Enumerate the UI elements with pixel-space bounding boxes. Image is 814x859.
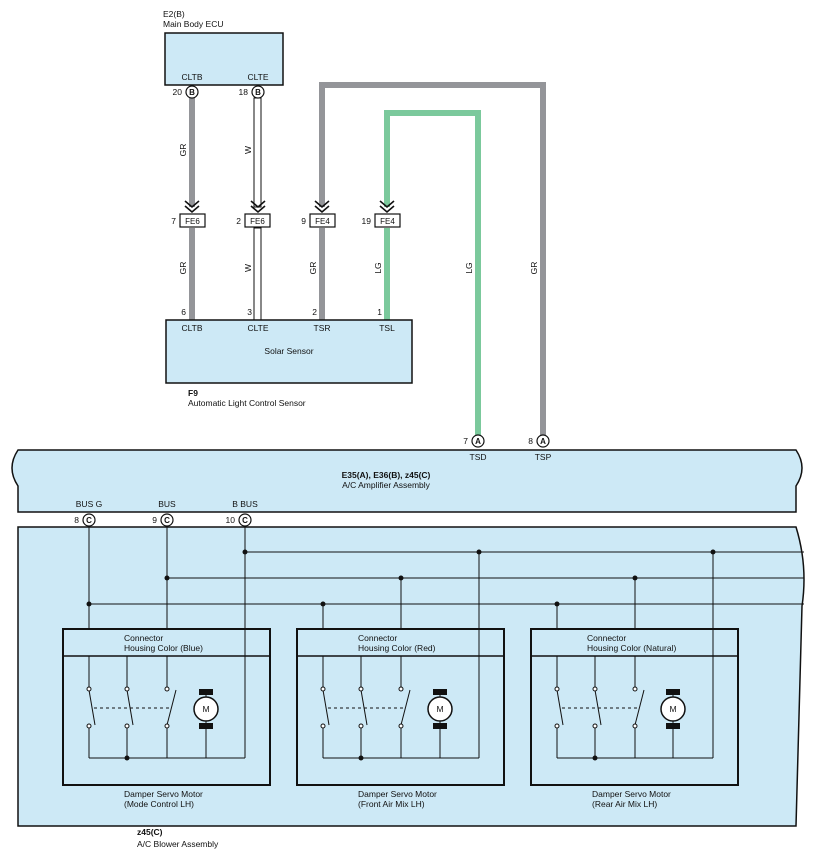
amplifier-code: E35(A), E36(B), z45(C) xyxy=(342,470,431,480)
amp-pin-b-bus: C 10 xyxy=(226,513,252,527)
svg-text:2: 2 xyxy=(236,216,241,226)
wire-lg-tsl-tsd xyxy=(384,110,481,435)
sensor-terminal-cltb: CLTB xyxy=(181,323,202,333)
svg-text:A: A xyxy=(540,437,546,446)
wire-label-gr-2: GR xyxy=(178,262,188,275)
svg-text:9: 9 xyxy=(301,216,306,226)
main-body-ecu-box xyxy=(164,32,284,86)
motor-2-caption-line2: (Front Air Mix LH) xyxy=(358,799,425,809)
servo-motor-rear-air-mix: Connector Housing Color (Natural) M Damp… xyxy=(530,628,739,809)
svg-text:19: 19 xyxy=(362,216,372,226)
svg-text:20: 20 xyxy=(173,87,183,97)
motor-3-symbol xyxy=(660,696,686,722)
ecu-name: Main Body ECU xyxy=(163,19,223,29)
ecu-terminal-cltb: CLTB xyxy=(181,72,202,82)
motor-1-caption-line2: (Mode Control LH) xyxy=(124,799,194,809)
junction-fe4-19: FE4 19 xyxy=(362,200,401,228)
bus-junction-dots xyxy=(86,549,716,607)
amp-terminal-bus: BUS xyxy=(158,499,176,509)
svg-text:9: 9 xyxy=(152,515,157,525)
ac-amplifier-box xyxy=(11,449,803,513)
motor-2-connector-line2: Housing Color (Red) xyxy=(358,643,436,653)
junction-fe6-2: FE6 2 xyxy=(236,200,271,228)
sensor-terminal-tsl: TSL xyxy=(379,323,395,333)
wire-label-lg-2: LG xyxy=(464,262,474,273)
svg-text:8: 8 xyxy=(74,515,79,525)
motor-1-caption-line1: Damper Servo Motor xyxy=(124,789,203,799)
svg-text:8: 8 xyxy=(528,436,533,446)
sensor-terminal-tsr: TSR xyxy=(314,323,331,333)
svg-text:FE4: FE4 xyxy=(380,217,395,226)
svg-text:C: C xyxy=(242,516,248,525)
junction-fe6-7: FE6 7 xyxy=(171,200,206,228)
sensor-pin-6: 6 xyxy=(181,307,186,317)
amp-pin-tsp: A 8 TSP xyxy=(528,434,552,462)
motor-2-connector-line1: Connector xyxy=(358,633,397,643)
amp-pin-bus: C 9 xyxy=(152,513,174,527)
svg-text:7: 7 xyxy=(171,216,176,226)
sensor-pin-3: 3 xyxy=(247,307,252,317)
ecu-pin-20: B 20 xyxy=(173,85,199,99)
motor-1-symbol xyxy=(193,696,219,722)
blower-name: A/C Blower Assembly xyxy=(137,839,219,849)
motor-3-caption-line2: (Rear Air Mix LH) xyxy=(592,799,657,809)
svg-text:FE6: FE6 xyxy=(185,217,200,226)
wire-label-gr-1: GR xyxy=(178,144,188,157)
blower-code: z45(C) xyxy=(137,827,163,837)
svg-text:7: 7 xyxy=(463,436,468,446)
motor-2-caption-line1: Damper Servo Motor xyxy=(358,789,437,799)
sensor-code: F9 xyxy=(188,388,198,398)
motor-1-connector-line2: Housing Color (Blue) xyxy=(124,643,203,653)
servo-motor-front-air-mix: Connector Housing Color (Red) M Damper S… xyxy=(296,628,505,809)
wire-label-gr-3: GR xyxy=(308,262,318,275)
svg-text:A: A xyxy=(475,437,481,446)
motor-2-symbol xyxy=(427,696,453,722)
svg-text:FE4: FE4 xyxy=(315,217,330,226)
junction-fe4-9: FE4 9 xyxy=(301,200,336,228)
svg-text:TSD: TSD xyxy=(470,452,487,462)
svg-text:B: B xyxy=(255,88,261,97)
svg-text:M: M xyxy=(436,704,443,714)
solar-sensor-label: Solar Sensor xyxy=(264,346,313,356)
motor-3-connector-line1: Connector xyxy=(587,633,626,643)
sensor-terminal-clte: CLTE xyxy=(247,323,268,333)
svg-text:FE6: FE6 xyxy=(250,217,265,226)
ac-blower-box xyxy=(17,526,805,827)
solar-sensor-box xyxy=(165,319,413,384)
motor-3-caption-line1: Damper Servo Motor xyxy=(592,789,671,799)
sensor-pin-2: 2 xyxy=(312,307,317,317)
svg-text:10: 10 xyxy=(226,515,236,525)
svg-text:TSP: TSP xyxy=(535,452,552,462)
amp-terminal-b-bus: B BUS xyxy=(232,499,258,509)
amp-terminal-bus-g: BUS G xyxy=(76,499,102,509)
ecu-terminal-clte: CLTE xyxy=(247,72,268,82)
svg-text:C: C xyxy=(86,516,92,525)
svg-text:18: 18 xyxy=(239,87,249,97)
amp-pin-tsd: A 7 TSD xyxy=(463,434,487,462)
ecu-pin-18: B 18 xyxy=(239,85,265,99)
wire-label-gr-4: GR xyxy=(529,262,539,275)
svg-text:M: M xyxy=(669,704,676,714)
motor-1-connector-line1: Connector xyxy=(124,633,163,643)
wire-label-w-2: W xyxy=(243,264,253,272)
wire-label-lg-1: LG xyxy=(373,262,383,273)
svg-text:M: M xyxy=(202,704,209,714)
servo-motor-mode-control: Connector Housing Color (Blue) M Dam xyxy=(62,628,271,809)
sensor-name: Automatic Light Control Sensor xyxy=(188,398,306,408)
amp-pin-bus-g: C 8 xyxy=(74,513,96,527)
wire-label-w-1: W xyxy=(243,146,253,154)
svg-text:C: C xyxy=(164,516,170,525)
wire-gr-tsr-tsp xyxy=(319,82,546,435)
sensor-pin-1: 1 xyxy=(377,307,382,317)
motor-3-connector-line2: Housing Color (Natural) xyxy=(587,643,676,653)
amplifier-name: A/C Amplifier Assembly xyxy=(342,480,431,490)
ecu-code: E2(B) xyxy=(163,9,185,19)
svg-text:B: B xyxy=(189,88,195,97)
